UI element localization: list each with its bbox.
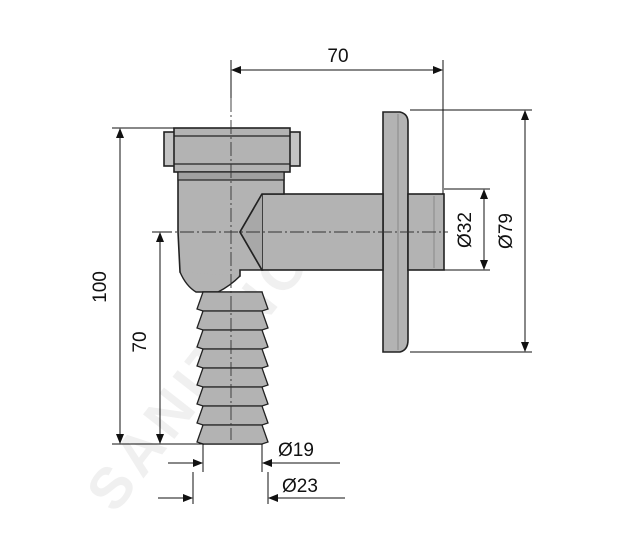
dim-rosette-diameter-label: Ø79: [496, 213, 517, 249]
union-nut: [163, 127, 301, 181]
dim-outlet-height: 70: [130, 231, 172, 444]
hose-barb: [196, 348, 269, 369]
center-lines: [158, 98, 448, 440]
hose-barb: [196, 329, 269, 350]
dim-top-width-label: 70: [327, 46, 348, 67]
dim-top-width: 70: [230, 46, 444, 194]
dim-hose-inner-diameter-label: Ø19: [278, 440, 314, 461]
dim-outlet-diameter-label: Ø32: [455, 212, 476, 248]
dim-hose-outer-diameter: Ø23: [158, 472, 345, 504]
dim-rosette-diameter: Ø79: [410, 109, 532, 353]
hose-barb: [196, 424, 269, 445]
hose-barb: [196, 367, 269, 388]
dim-total-height-label: 100: [90, 271, 111, 303]
dim-outlet-diameter: Ø32: [444, 188, 490, 271]
hose-barb: [196, 291, 269, 312]
hose-connector: [196, 291, 269, 445]
dim-total-height: 100: [90, 127, 204, 445]
dim-hose-outer-diameter-label: Ø23: [282, 476, 318, 497]
hose-barb: [196, 405, 269, 426]
hose-barb: [196, 386, 269, 407]
dim-hose-inner-diameter: Ø19: [168, 440, 340, 472]
dim-outlet-height-label: 70: [130, 331, 151, 352]
hose-barb: [196, 310, 269, 331]
